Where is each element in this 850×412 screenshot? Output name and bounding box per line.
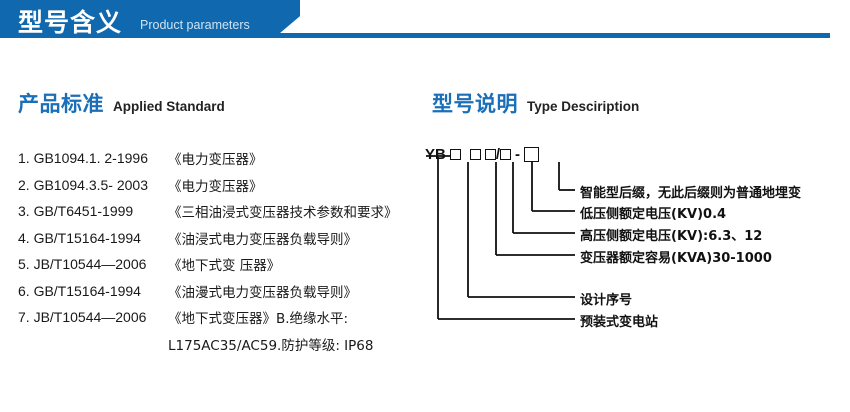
leader-lines <box>426 155 575 320</box>
standard-code: 6. GB/T15164-1994 <box>18 282 141 299</box>
standard-continuation-line: L175AC35/AC59.防护等级: IP68 <box>168 337 374 354</box>
list-item: 3. GB/T6451-1999 《三相油浸式变压器技术参数和要求》 <box>18 198 438 225</box>
standard-name: 《电力变压器》 <box>168 178 263 195</box>
type-description-heading-en: Type Desciription <box>527 99 640 114</box>
applied-standard-heading-cn: 产品标准 <box>18 92 104 116</box>
code-box-2 <box>469 148 481 160</box>
standard-code: 4. GB/T15164-1994 <box>18 229 141 246</box>
type-description-heading-cn: 型号说明 <box>432 92 518 116</box>
applied-standard-heading-en: Applied Standard <box>113 99 225 114</box>
leader-label-rated-capacity: 变压器额定容易(KVA)30-1000 <box>580 251 772 266</box>
banner-background-shape <box>0 0 850 39</box>
standard-name: 《油漫式电力变压器负载导则》 <box>168 284 357 301</box>
code-separator-dash: - <box>515 145 521 163</box>
code-box-3 <box>484 148 496 160</box>
banner-title: 型号含义 <box>18 8 123 37</box>
type-description-heading: 型号说明 Type Desciription <box>432 88 639 118</box>
banner-subtitle: Product parameters <box>140 18 250 32</box>
leader-label-hv-rated-voltage: 高压侧额定电压(KV):6.3、12 <box>580 229 763 244</box>
page-header-banner: 型号含义 Product parameters <box>0 0 850 48</box>
code-box-4 <box>500 148 512 160</box>
list-item: 4. GB/T15164-1994 《油浸式电力变压器负载导则》 <box>18 225 438 252</box>
standard-code: 2. GB1094.3.5- 2003 <box>18 176 148 193</box>
standard-code: 1. GB1094.1. 2-1996 <box>18 150 148 167</box>
leader-label-substation-type: 预装式变电站 <box>580 315 659 330</box>
standard-code: 3. GB/T6451-1999 <box>18 203 134 220</box>
leader-label-smart-suffix: 智能型后缀，无此后缀则为普通地埋变 <box>580 186 802 201</box>
list-item: 5. JB/T10544—2006 《地下式变 压器》 <box>18 251 438 278</box>
applied-standard-heading: 产品标准 Applied Standard <box>18 88 225 118</box>
standard-name: 《地下式变 压器》 <box>168 258 281 275</box>
standard-name: 《油浸式电力变压器负载导则》 <box>168 231 357 248</box>
leader-label-lv-rated-voltage: 低压侧额定电压(KV)0.4 <box>580 207 727 222</box>
list-item: 2. GB1094.3.5- 2003 《电力变压器》 <box>18 172 438 199</box>
standard-code: 7. JB/T10544—2006 <box>18 309 147 326</box>
list-item: 7. JB/T10544—2006 《地下式变压器》B.绝缘水平: <box>18 304 438 331</box>
standard-name: 《三相油浸式变压器技术参数和要求》 <box>168 205 398 222</box>
model-code-prefix: YB <box>425 145 446 163</box>
code-box-1 <box>449 148 461 160</box>
code-box-5 <box>524 146 540 162</box>
standard-name: 《地下式变压器》B.绝缘水平: <box>168 311 349 328</box>
standard-name: 《电力变压器》 <box>168 152 263 169</box>
model-code-string: YB / - <box>425 144 540 164</box>
type-code-diagram: YB / - <box>420 140 850 340</box>
list-item: 6. GB/T15164-1994 《油漫式电力变压器负载导则》 <box>18 278 438 305</box>
leader-label-design-serial: 设计序号 <box>580 293 633 308</box>
code-separator-slash: / <box>495 145 501 163</box>
standards-list: 1. GB1094.1. 2-1996 《电力变压器》 2. GB1094.3.… <box>18 145 438 357</box>
list-item: 1. GB1094.1. 2-1996 《电力变压器》 <box>18 145 438 172</box>
standard-code: 5. JB/T10544—2006 <box>18 256 147 273</box>
